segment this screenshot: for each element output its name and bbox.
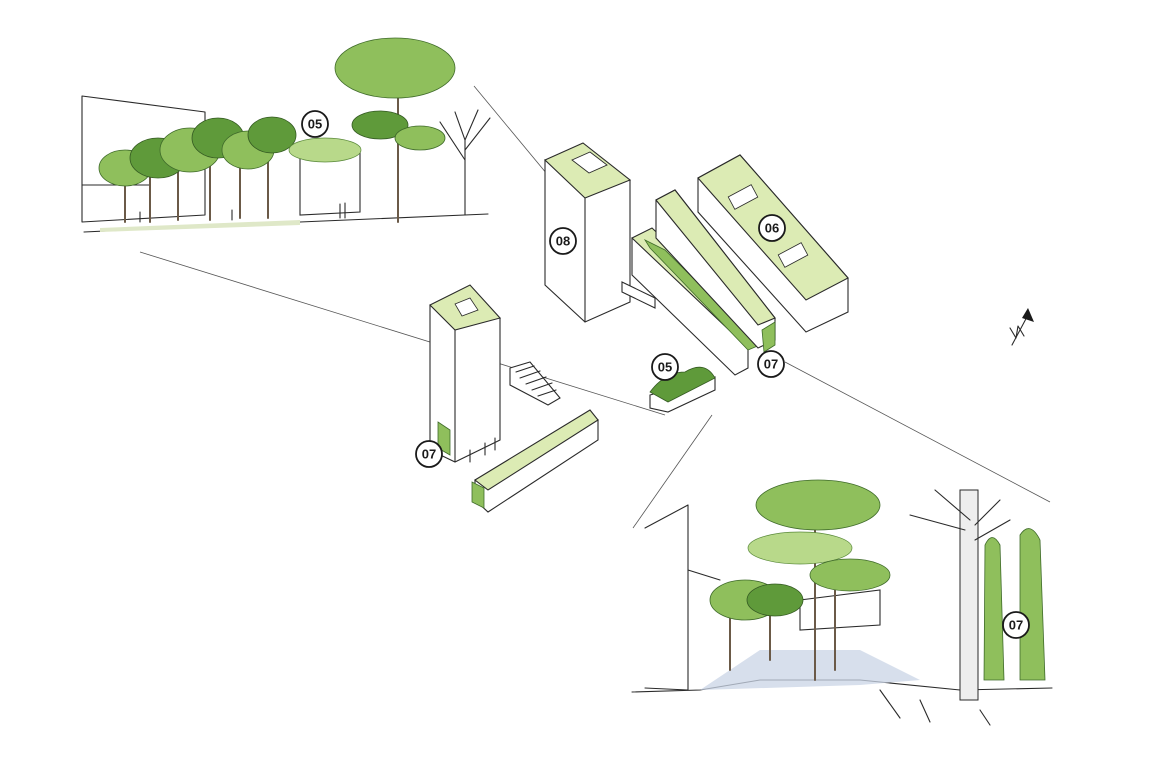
tree-row [98,116,362,223]
label-05-mid: 05 [651,353,679,381]
tall-pine [334,37,456,223]
bottom-right-street-view: 07 [631,479,1053,726]
label-06: 06 [758,214,786,242]
street-trees [709,479,891,681]
planter-05: 05 [649,353,716,413]
stairs [509,361,561,406]
label-07-mid: 07 [757,350,785,378]
label-05-top: 05 [301,110,329,138]
low-wall [471,409,599,513]
label-08: 08 [549,227,577,255]
bare-tree-large [909,489,1011,701]
top-left-street-view: 05 [81,37,491,233]
bare-tree [439,109,491,216]
label-07-left: 07 [415,440,443,468]
tower-left [429,284,502,463]
label-05-top-text: 05 [308,117,322,132]
svg-text:06: 06 [765,221,779,236]
svg-text:07: 07 [764,357,778,372]
building-06: 06 [697,154,849,333]
svg-text:07: 07 [422,447,436,462]
svg-text:07: 07 [1009,618,1023,633]
label-07-bottom: 07 [1002,611,1030,639]
long-bar-middle [655,189,776,353]
green-wall-07 [983,528,1046,681]
building-08: 08 [544,142,632,323]
svg-text:05: 05 [658,360,672,375]
north-arrow-icon [1009,308,1034,346]
svg-text:08: 08 [556,234,570,249]
